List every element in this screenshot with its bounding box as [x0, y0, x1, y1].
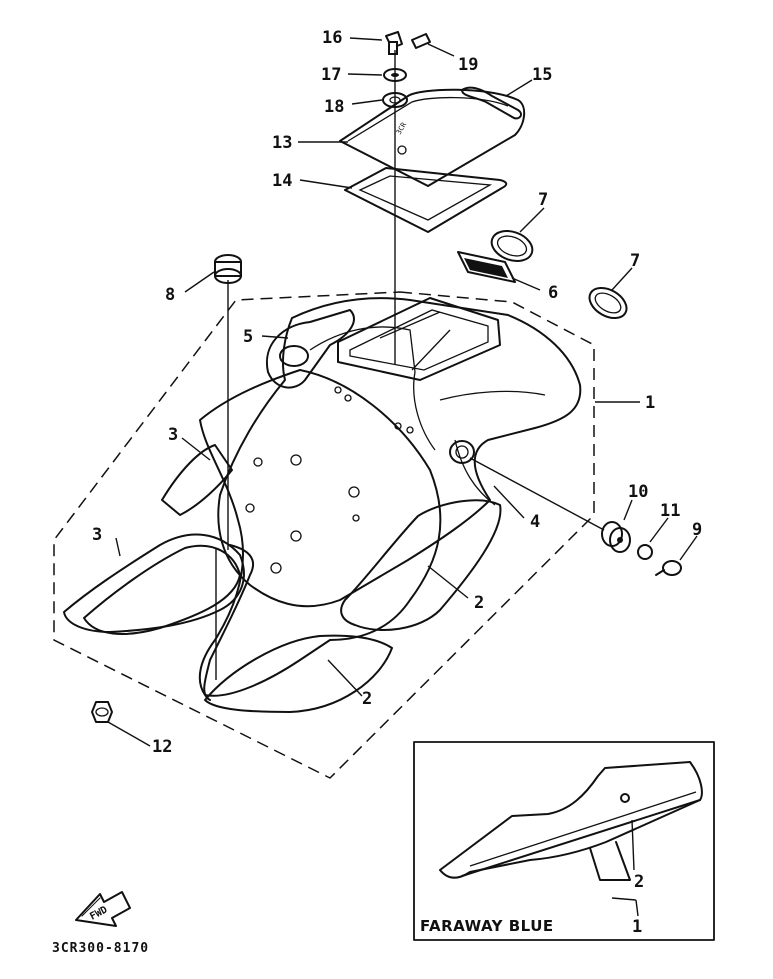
callout-16: 16 — [322, 28, 342, 48]
lid-gasket — [344, 167, 508, 233]
assembly-boundary — [53, 291, 595, 779]
callout-17: 17 — [321, 65, 341, 85]
callout-13: 13 — [272, 133, 292, 153]
callout-7a: 7 — [538, 190, 548, 210]
callout-18: 18 — [324, 97, 344, 117]
clip-19 — [411, 33, 431, 49]
bolt-16 — [385, 31, 403, 55]
seat-bracket — [265, 309, 355, 389]
seal-strip — [461, 86, 522, 120]
callout-12: 12 — [152, 737, 172, 757]
inset-callout-2: 2 — [634, 872, 644, 892]
callout-14: 14 — [272, 171, 292, 191]
callout-8: 8 — [165, 285, 175, 305]
callout-2a: 2 — [474, 593, 484, 613]
under-liner — [198, 369, 442, 697]
inset-caption: FARAWAY BLUE — [420, 917, 554, 935]
grommet-8 — [214, 254, 242, 284]
callout-6: 6 — [548, 283, 558, 303]
rubber-ring-7b — [588, 286, 628, 320]
callout-3b: 3 — [92, 525, 102, 545]
damper-12 — [91, 701, 113, 723]
emblem-6 — [457, 251, 516, 283]
callout-19: 19 — [458, 55, 478, 75]
grommet-10 — [601, 521, 631, 553]
callout-leaders — [107, 37, 698, 747]
collar-11 — [637, 544, 653, 560]
callout-1: 1 — [645, 393, 655, 413]
side-panel-upper — [161, 444, 233, 516]
seal-ring — [203, 544, 255, 701]
axis-rear-hardware — [469, 457, 605, 531]
storage-lid: 3CR — [339, 88, 526, 187]
rubber-ring-7a — [490, 230, 534, 262]
callout-4: 4 — [530, 512, 540, 532]
callout-7b: 7 — [630, 251, 640, 271]
seat-pad-lower — [204, 634, 393, 713]
seat-cowling — [217, 297, 582, 608]
callout-5: 5 — [243, 327, 253, 347]
part-code: 3CR300-8170 — [52, 941, 149, 956]
screw-9 — [655, 560, 682, 576]
color-variant-inset: 2 1 FARAWAY BLUE — [413, 741, 715, 941]
inset-callout-1: 1 — [632, 917, 642, 937]
callout-15: 15 — [532, 65, 552, 85]
seat-pad-upper — [340, 499, 502, 631]
inset-stripe — [461, 799, 701, 877]
callout-2b: 2 — [362, 689, 372, 709]
svg-text:3CR: 3CR — [395, 120, 409, 136]
callout-labels: 16 19 17 15 18 13 14 7 7 8 6 5 1 3 10 11… — [92, 28, 702, 757]
forward-arrow-icon: FWD — [75, 891, 131, 927]
callout-3a: 3 — [168, 425, 178, 445]
callout-10: 10 — [628, 482, 648, 502]
inset-side-cover — [439, 761, 703, 879]
callout-9: 9 — [692, 520, 702, 540]
side-panel-lower — [63, 533, 245, 635]
callout-11: 11 — [660, 501, 680, 521]
